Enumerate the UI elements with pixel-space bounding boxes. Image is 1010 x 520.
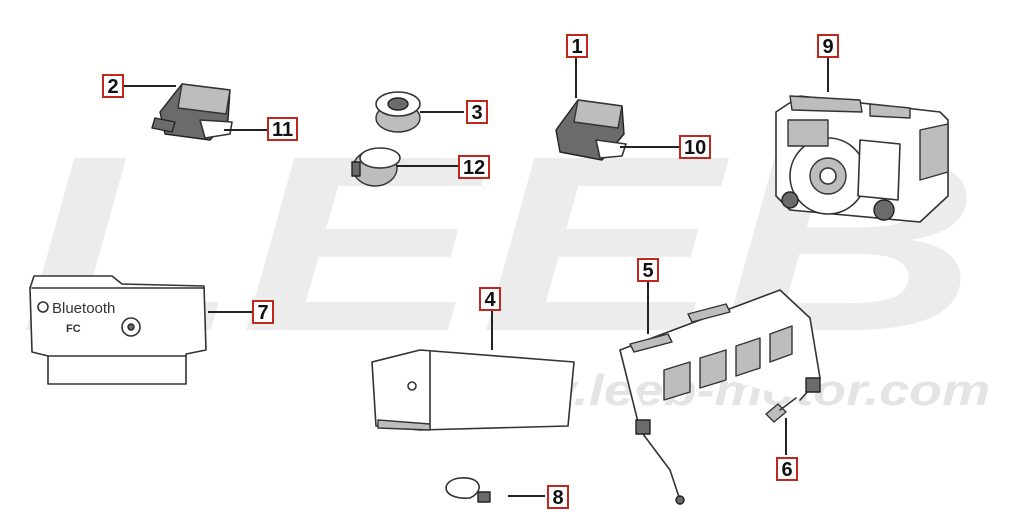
callout-10: 10: [679, 135, 712, 159]
abs-unit-9: [775, 95, 949, 223]
callout-7: 7: [252, 300, 274, 324]
fc-mark: FC: [66, 323, 81, 335]
grommet-3: [375, 91, 421, 133]
leader-lines: [124, 56, 829, 497]
callout-5: 5: [637, 258, 659, 282]
bluetooth-module-7: [29, 275, 207, 385]
callout-1: 1: [566, 34, 588, 58]
bolt-6: [765, 397, 797, 423]
callout-8: 8: [547, 485, 569, 509]
callout-4: 4: [479, 287, 501, 311]
callout-11: 11: [267, 117, 299, 141]
cover-panel-4: [371, 349, 575, 431]
callout-9: 9: [817, 34, 839, 58]
callout-12: 12: [458, 155, 491, 179]
connector-module-2: [151, 83, 233, 141]
callout-2: 2: [102, 74, 124, 98]
callout-3: 3: [466, 100, 488, 124]
clip-8: [445, 477, 491, 503]
cap-12: [351, 147, 401, 187]
wire-bracket-5: [619, 289, 821, 505]
callout-6: 6: [776, 457, 798, 481]
bluetooth-brand-text: Bluetooth: [52, 300, 115, 317]
connector-module-1: [555, 99, 627, 161]
